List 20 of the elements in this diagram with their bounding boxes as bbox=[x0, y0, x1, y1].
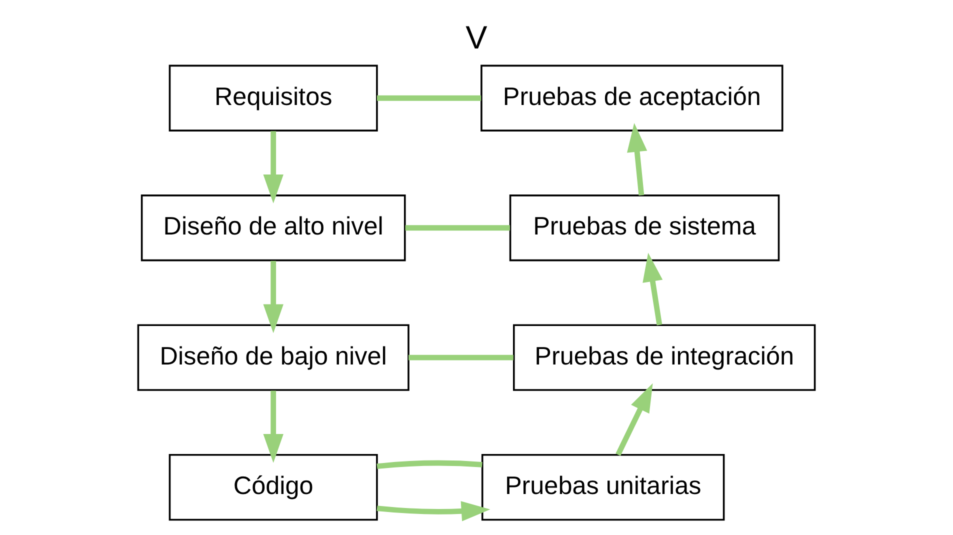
node-box: Requisitos bbox=[168, 64, 378, 132]
arrow bbox=[616, 383, 653, 456]
node-box: Pruebas unitarias bbox=[481, 454, 725, 521]
node-box: Diseño de bajo nivel bbox=[137, 324, 410, 391]
arrow bbox=[263, 131, 284, 204]
node-box: Pruebas de sistema bbox=[509, 194, 780, 262]
arrow bbox=[627, 122, 648, 196]
connector bbox=[405, 225, 510, 231]
connector bbox=[408, 354, 514, 360]
arrow bbox=[642, 252, 663, 326]
arrow bbox=[263, 390, 284, 463]
connector bbox=[376, 95, 482, 101]
node-box: Diseño de alto nivel bbox=[140, 194, 406, 262]
node-box: Pruebas de integración bbox=[513, 324, 816, 391]
node-box: Pruebas de aceptación bbox=[480, 64, 784, 132]
arrow bbox=[376, 501, 490, 522]
arrow bbox=[263, 260, 284, 334]
connector bbox=[376, 460, 482, 470]
diagram-title: V bbox=[466, 19, 488, 56]
node-box: Código bbox=[168, 454, 378, 521]
